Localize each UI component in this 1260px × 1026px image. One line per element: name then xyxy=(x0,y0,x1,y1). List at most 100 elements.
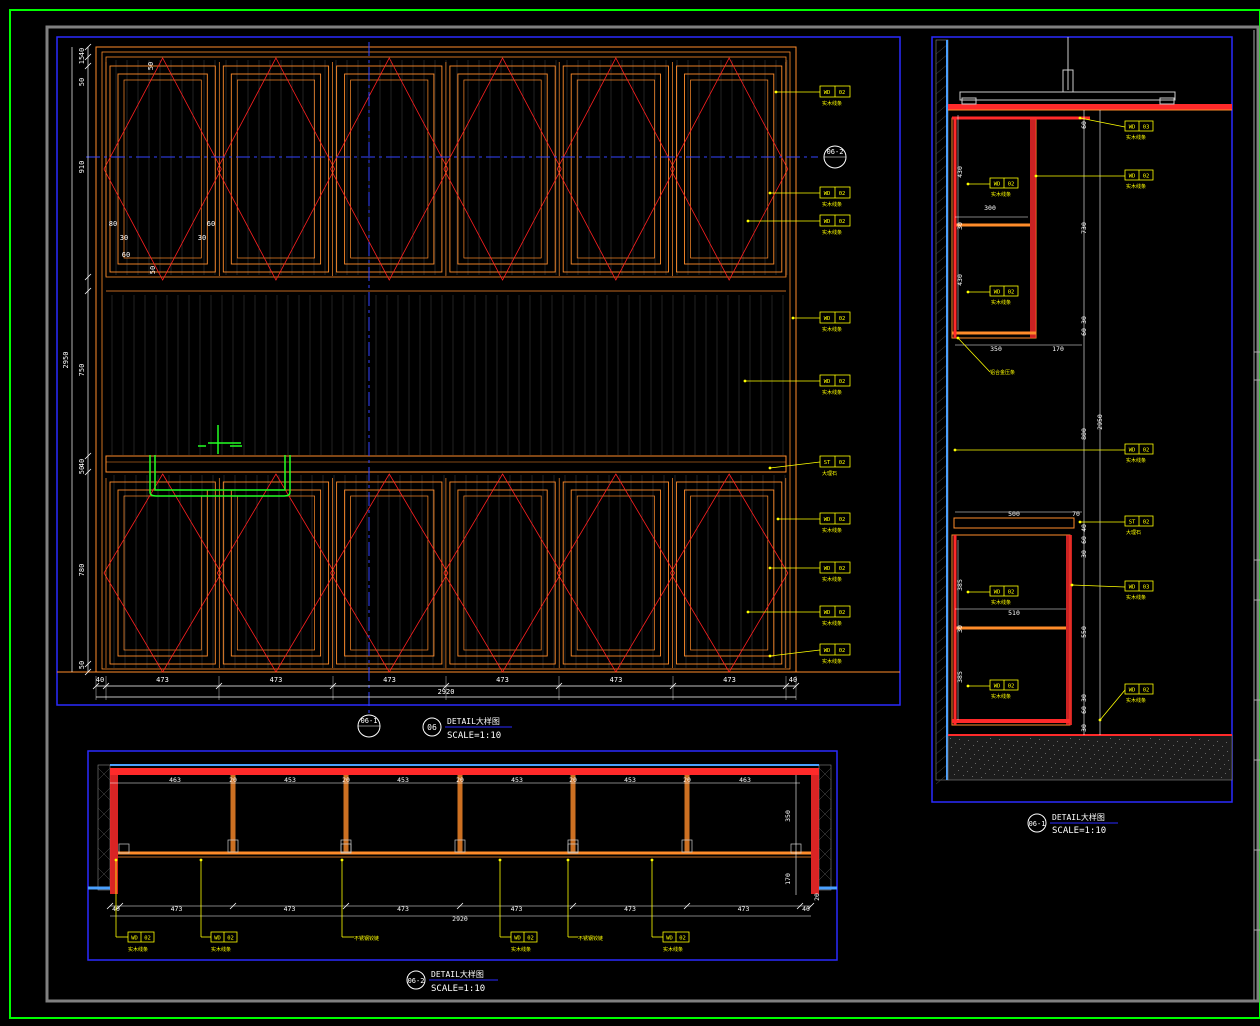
dim-label: 463 xyxy=(739,776,751,784)
dim-label: 473 xyxy=(397,905,409,913)
tag-dot xyxy=(1098,718,1102,722)
tag-code: WD xyxy=(1129,688,1136,694)
door-panel-inner xyxy=(690,495,769,651)
dim-label: 780 xyxy=(78,564,86,577)
dim-label: 910 xyxy=(78,161,86,174)
tag-dot xyxy=(1078,520,1082,524)
dim-label: 473 xyxy=(624,905,636,913)
floor-dot xyxy=(1156,752,1157,753)
floor-dot xyxy=(1012,776,1013,777)
door-diamond xyxy=(670,57,789,281)
dim-label: 750 xyxy=(78,364,86,377)
tag-note: 实木线条 xyxy=(1126,697,1146,704)
floor-dot xyxy=(1029,769,1030,770)
floor-dot xyxy=(1153,765,1154,766)
tag-num: 02 xyxy=(839,219,846,225)
dim-label: 385 xyxy=(956,671,964,683)
door-frame xyxy=(676,65,783,273)
floor-dot xyxy=(1173,745,1174,746)
floor-dot xyxy=(1030,738,1031,739)
dim-tick xyxy=(84,468,92,476)
floor-dot xyxy=(1168,740,1169,741)
outer-frame xyxy=(9,9,1260,1019)
floor-dot xyxy=(1165,753,1166,754)
floor-dot xyxy=(1092,776,1093,777)
floor-dot xyxy=(1049,749,1050,750)
floor-dot xyxy=(973,745,974,746)
floor-dot xyxy=(985,773,986,774)
dim-label: 30 xyxy=(198,234,206,242)
dim-label: 50 xyxy=(147,62,155,70)
floor-dot xyxy=(1077,761,1078,762)
floor-dot xyxy=(1100,768,1101,769)
floor-dot xyxy=(1016,772,1017,773)
floor-dot xyxy=(997,761,998,762)
tag-dot xyxy=(966,684,970,688)
floor-dot xyxy=(1105,773,1106,774)
dim-tick xyxy=(807,902,815,910)
plan-code: 06-2 xyxy=(408,977,425,985)
tag-leader xyxy=(769,649,821,657)
tag-code: WD xyxy=(824,648,831,654)
floor-dot xyxy=(1063,755,1064,756)
floor-dot xyxy=(1056,772,1057,773)
plan-wall-hatch xyxy=(97,767,832,881)
dim-label: 80 xyxy=(109,220,117,228)
floor-dot xyxy=(1028,760,1029,761)
floor-dot xyxy=(1159,739,1160,740)
tag-code: WD xyxy=(824,379,831,385)
floor-dot xyxy=(1097,741,1098,742)
floor-dot xyxy=(1170,758,1171,759)
floor-dot xyxy=(1132,776,1133,777)
door-diamond xyxy=(670,473,789,673)
floor-dot xyxy=(978,750,979,751)
countertop-section xyxy=(953,517,1075,529)
dim-label: 20 xyxy=(569,776,577,784)
floor-dot xyxy=(1187,751,1188,752)
tag-code: WD xyxy=(214,936,221,942)
dim-label: 430 xyxy=(956,274,964,286)
floor-dot xyxy=(1090,758,1091,759)
floor-dot xyxy=(975,763,976,764)
hinge xyxy=(227,839,239,853)
floor-dot xyxy=(1086,762,1087,763)
floor-dot xyxy=(1137,741,1138,742)
floor-dot xyxy=(1202,766,1203,767)
tag-note: 不锈钢铰链 xyxy=(578,935,603,942)
floor-dot xyxy=(974,754,975,755)
floor-dot xyxy=(962,766,963,767)
dim-label: 30 xyxy=(1080,550,1088,558)
floor-dot xyxy=(1075,743,1076,744)
tag-note: 实木线条 xyxy=(822,576,842,583)
floor-dot xyxy=(1070,738,1071,739)
upper-doors xyxy=(103,57,789,281)
floor-dot xyxy=(1078,770,1079,771)
tag-num: 03 xyxy=(1143,125,1150,131)
door-frame xyxy=(109,481,216,665)
tag-code: WD xyxy=(824,191,831,197)
door-panel xyxy=(344,489,435,657)
floor-dot xyxy=(1197,761,1198,762)
floor-dot xyxy=(957,761,958,762)
partition xyxy=(343,775,349,853)
floor-dot xyxy=(1110,738,1111,739)
dim-label: 170 xyxy=(784,873,792,885)
hinge xyxy=(681,839,693,853)
floor-dot xyxy=(1064,764,1065,765)
section-code: 06-1 xyxy=(1029,820,1046,828)
floor-dot xyxy=(965,753,966,754)
floor-dot xyxy=(960,748,961,749)
floor-dot xyxy=(1182,746,1183,747)
floor-dot xyxy=(1022,746,1023,747)
floor-dot xyxy=(1218,750,1219,751)
plan-wall-left xyxy=(97,764,111,891)
dim-tick xyxy=(84,452,92,460)
floor-dot xyxy=(1048,740,1049,741)
floor-dot xyxy=(1025,773,1026,774)
floor-dot xyxy=(1037,761,1038,762)
floor-dot xyxy=(1199,739,1200,740)
floor-dot xyxy=(1217,741,1218,742)
tag-code: WD xyxy=(1129,125,1136,131)
